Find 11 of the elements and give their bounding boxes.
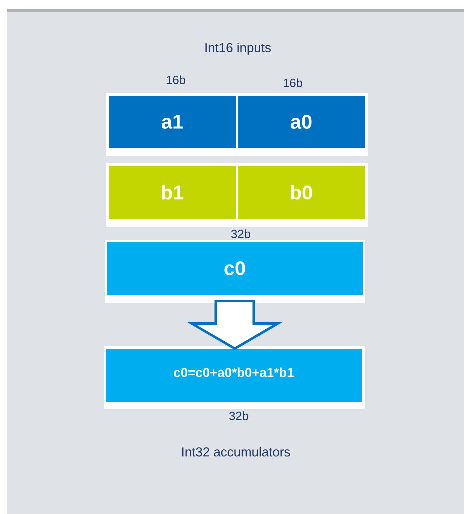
bit-width-label: 32b [231,230,250,238]
block-arrow [187,300,283,350]
cell-box: c0=c0+a0*b0+a1*b1 [106,349,362,402]
cell-box: c0 [107,242,363,295]
cell-box: a1 [109,96,236,148]
cell-box: b0 [238,166,365,219]
bit-width-label: 16b [166,76,186,84]
cell-box: a0 [238,96,365,148]
cell-box: b1 [109,166,236,219]
heading-label: Int16 inputs [206,42,271,56]
heading-label: Int32 accumulators [182,447,290,457]
